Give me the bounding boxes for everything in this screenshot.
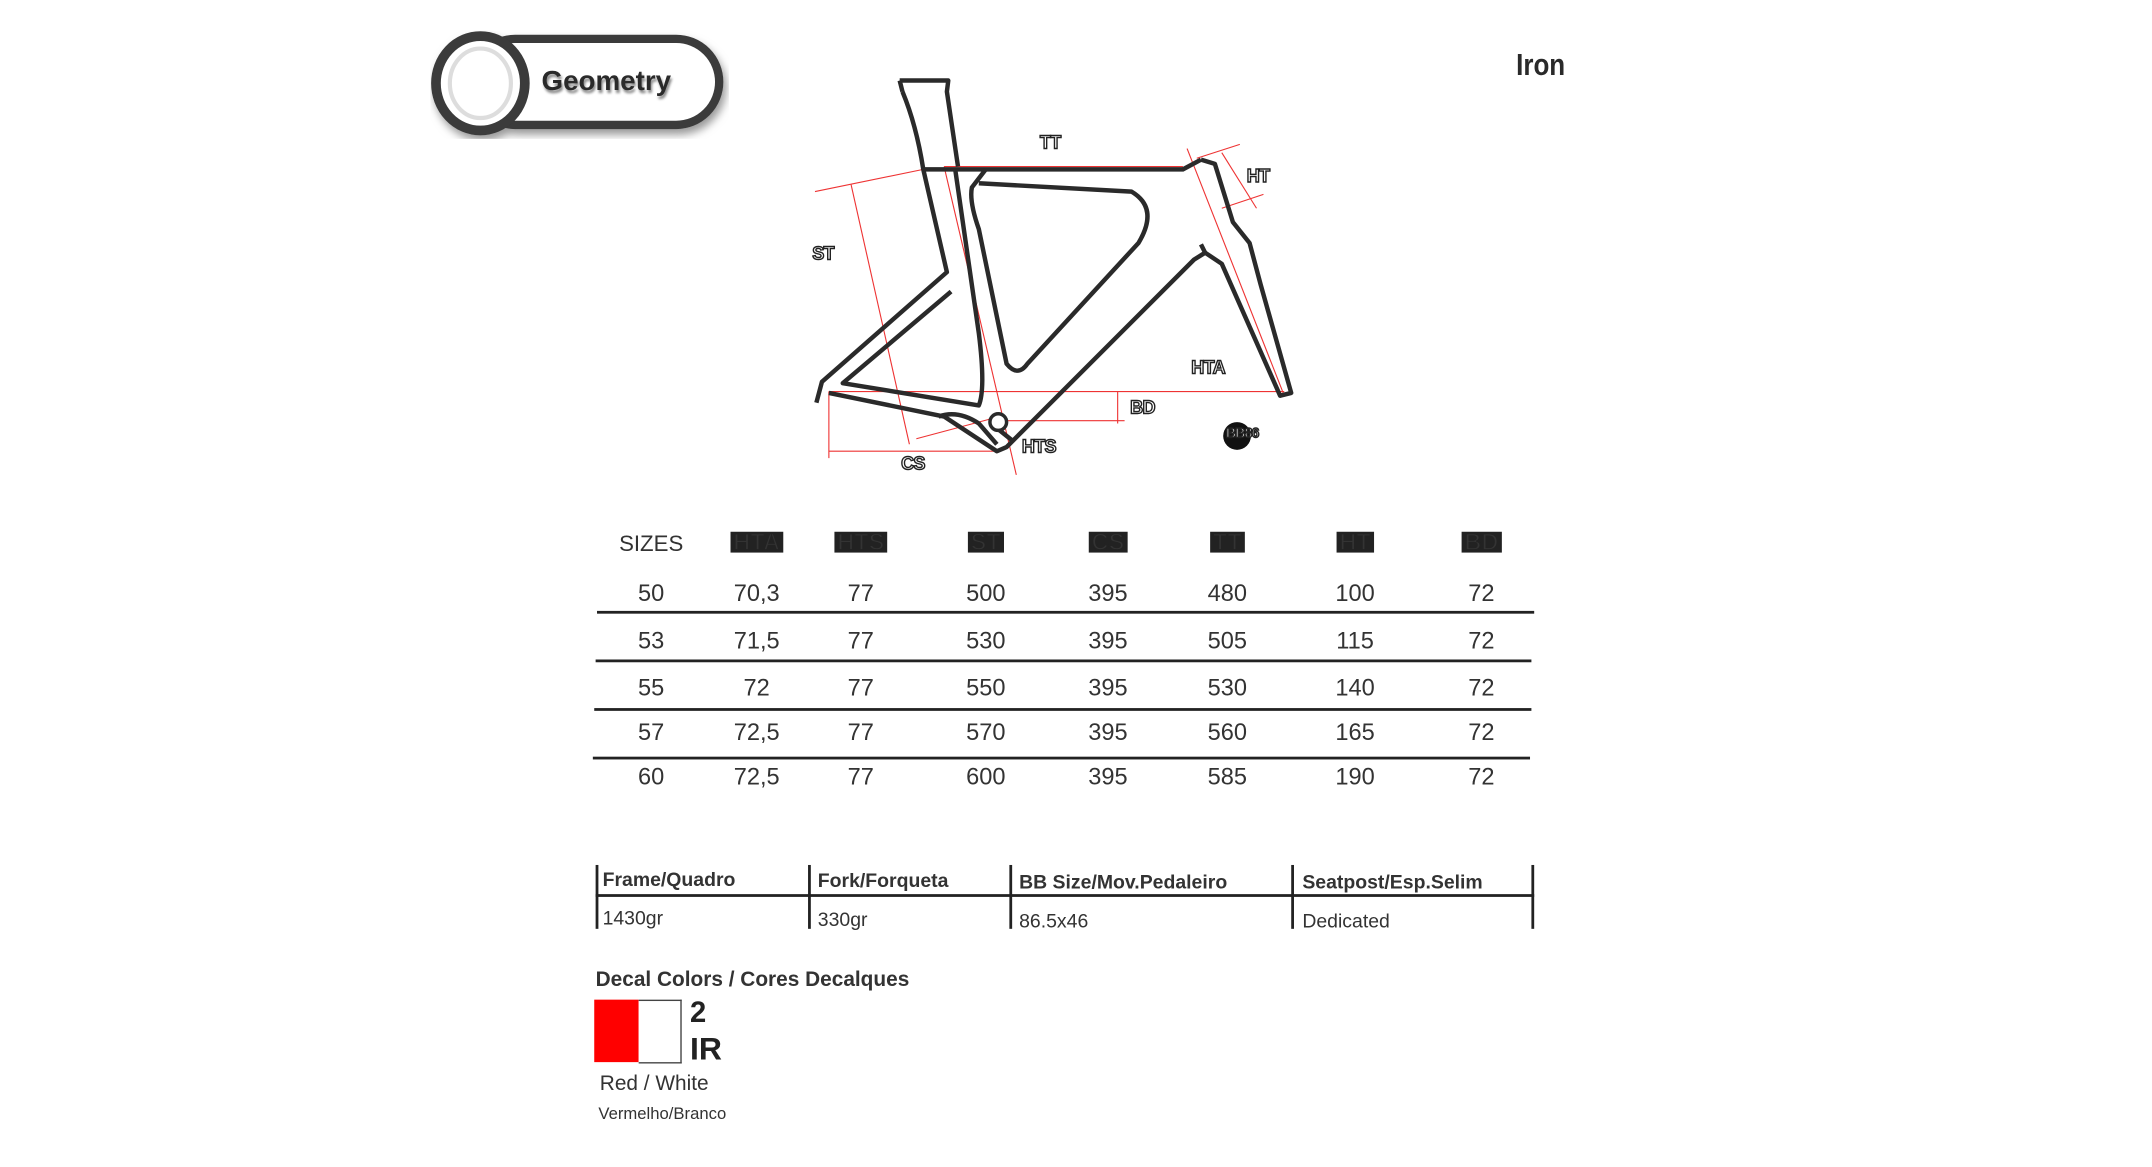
spec-header-seatpost: Seatpost/Esp.Selim (1302, 870, 1483, 893)
spec-bb-size: 86.5x46 (1019, 909, 1089, 932)
bb86-badge-icon (1223, 422, 1251, 450)
table-cell: 500 (966, 580, 1006, 607)
geometry-badge-icon (431, 31, 724, 136)
decal-name-en: Red / White (599, 1071, 709, 1096)
spec-header-frame: Frame/Quadro (602, 867, 736, 890)
label-hts: HTS (1021, 435, 1057, 457)
table-cell: 395 (1088, 719, 1128, 746)
table-cell: 530 (966, 627, 1006, 654)
table-cell: 480 (1207, 580, 1248, 607)
spec-header-fork: Fork/Forqueta (817, 869, 949, 892)
label-ht: HT (1246, 165, 1271, 187)
label-tt: TT (1039, 131, 1062, 153)
table-cell: 600 (966, 763, 1006, 790)
badge-title: Geometry (541, 66, 672, 98)
column-header-hta: HTA (730, 530, 783, 555)
spec-seatpost: Dedicated (1302, 909, 1390, 932)
table-cell: 395 (1088, 763, 1128, 790)
table-cell: 72 (1468, 580, 1495, 607)
decal-code: IR (690, 1030, 722, 1067)
table-cell: 72 (743, 674, 770, 702)
table-cell: 72 (1468, 719, 1495, 746)
table-cell: 550 (966, 674, 1006, 702)
decal-name-pt: Vermelho/Branco (598, 1103, 727, 1124)
table-cell: 72 (1468, 763, 1495, 790)
spec-header-bb: BB Size/Mov.Pedaleiro (1019, 870, 1228, 893)
table-cell: 77 (847, 580, 874, 607)
table-cell: 140 (1335, 674, 1375, 702)
row-divider (592, 756, 1531, 760)
label-hta: HTA (1191, 356, 1227, 378)
decal-number: 2 (690, 996, 707, 1029)
table-cell: 53 (638, 627, 665, 654)
table-cell: 190 (1335, 763, 1375, 790)
spec-frame-weight: 1430gr (602, 906, 664, 929)
table-cell: 530 (1207, 674, 1248, 702)
table-cell: 115 (1336, 627, 1374, 654)
table-cell: 585 (1207, 763, 1248, 790)
model-name: Iron (1516, 47, 1566, 82)
table-cell: 72,5 (733, 763, 780, 790)
table-cell: 165 (1335, 719, 1375, 746)
bottom-bracket-icon (988, 412, 1009, 433)
row-divider (594, 708, 1532, 711)
table-cell: 77 (847, 674, 874, 702)
table-cell: 570 (966, 719, 1006, 746)
table-cell: 60 (638, 763, 665, 790)
table-cell: 395 (1088, 674, 1128, 702)
table-cell: 77 (847, 627, 874, 654)
label-cs: CS (900, 452, 926, 474)
table-cell: 72 (1468, 627, 1495, 654)
column-header-st: ST (967, 530, 1004, 555)
frame-diagram (814, 78, 1294, 475)
column-header-ht: HT (1336, 530, 1374, 555)
table-cell: 77 (847, 719, 874, 746)
table-cell: 395 (1088, 627, 1128, 654)
decal-swatch-white (638, 999, 682, 1064)
column-header-hts: HTS (834, 530, 888, 555)
table-cell: 77 (847, 763, 874, 790)
table-cell: 71,5 (733, 627, 780, 654)
spec-fork-weight: 330gr (817, 908, 868, 931)
decal-swatch-red (594, 999, 639, 1063)
table-cell: 55 (638, 674, 665, 702)
column-header-sizes: SIZES (619, 533, 684, 557)
table-cell: 72,5 (733, 719, 780, 746)
column-header-cs: CS (1088, 530, 1128, 555)
column-header-tt: TT (1210, 530, 1245, 555)
table-cell: 72 (1468, 674, 1495, 702)
table-cell: 70,3 (733, 580, 780, 607)
frame-outline (814, 78, 1294, 454)
label-bd: BD (1129, 397, 1156, 418)
row-divider (597, 610, 1535, 614)
label-bb86: BB86 (1225, 426, 1260, 442)
table-cell: 505 (1207, 627, 1248, 654)
table-cell: 395 (1088, 580, 1128, 607)
table-cell: 57 (638, 719, 665, 746)
table-cell: 560 (1207, 719, 1248, 746)
column-header-bd: BD (1461, 530, 1502, 555)
table-cell: 50 (638, 580, 665, 607)
table-cell: 100 (1335, 580, 1375, 607)
row-divider (595, 659, 1532, 663)
decal-title: Decal Colors / Cores Decalques (595, 967, 910, 992)
label-st: ST (812, 242, 836, 264)
dimension-lines (814, 143, 1285, 475)
